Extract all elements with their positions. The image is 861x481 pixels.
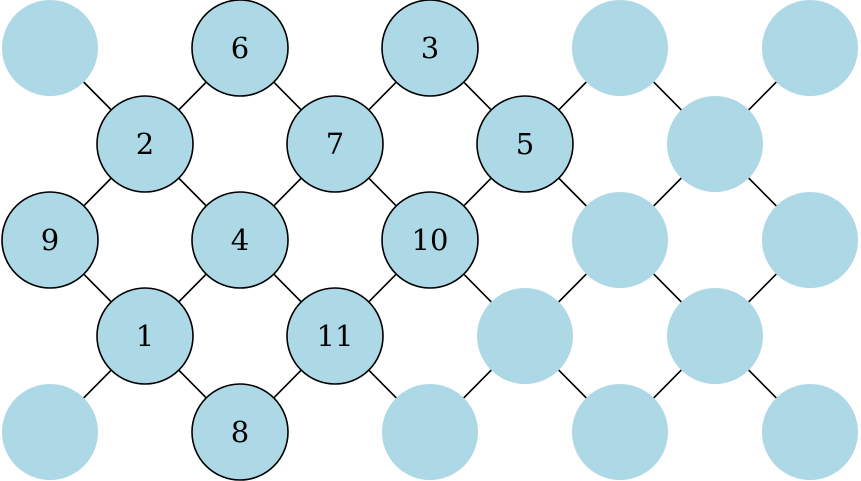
node-4: 4	[191, 191, 289, 289]
node-7: 7	[286, 95, 384, 193]
node-circle	[762, 0, 858, 96]
node-11: 11	[286, 287, 384, 385]
node-circle	[667, 288, 763, 384]
node-label: 1	[136, 319, 154, 353]
node-6: 6	[191, 0, 289, 97]
node-unlabeled	[762, 192, 858, 288]
node-circle	[762, 192, 858, 288]
node-label: 2	[136, 127, 154, 161]
node-unlabeled	[762, 0, 858, 96]
node-circle	[381, 0, 479, 97]
node-unlabeled	[572, 0, 668, 96]
node-circle	[572, 384, 668, 480]
node-circle	[476, 95, 574, 193]
node-circle	[2, 0, 98, 96]
node-circle	[572, 192, 668, 288]
node-circle	[96, 95, 194, 193]
node-unlabeled	[667, 288, 763, 384]
node-label: 5	[516, 127, 534, 161]
node-circle	[667, 96, 763, 192]
node-1: 1	[96, 287, 194, 385]
node-8: 8	[191, 383, 289, 481]
node-unlabeled	[2, 0, 98, 96]
node-circle	[762, 384, 858, 480]
node-unlabeled	[477, 288, 573, 384]
node-circle	[381, 191, 479, 289]
node-9: 9	[1, 191, 99, 289]
node-circle	[572, 0, 668, 96]
node-circle	[286, 95, 384, 193]
node-circle	[382, 384, 478, 480]
node-circle	[1, 191, 99, 289]
node-circle	[477, 288, 573, 384]
node-circle	[191, 0, 289, 97]
node-3: 3	[381, 0, 479, 97]
node-10: 10	[381, 191, 479, 289]
node-circle	[191, 383, 289, 481]
node-unlabeled	[572, 192, 668, 288]
node-unlabeled	[762, 384, 858, 480]
node-circle	[286, 287, 384, 385]
node-label: 3	[421, 31, 439, 65]
node-circle	[96, 287, 194, 385]
node-5: 5	[476, 95, 574, 193]
node-label: 8	[231, 415, 249, 449]
node-unlabeled	[667, 96, 763, 192]
node-unlabeled	[572, 384, 668, 480]
node-label: 4	[231, 223, 249, 257]
node-label: 7	[326, 127, 344, 161]
node-label: 10	[412, 223, 449, 257]
node-label: 6	[231, 31, 249, 65]
node-label: 11	[317, 319, 354, 353]
node-circle	[191, 191, 289, 289]
node-label: 9	[41, 223, 59, 257]
node-2: 2	[96, 95, 194, 193]
node-unlabeled	[2, 384, 98, 480]
node-circle	[2, 384, 98, 480]
node-unlabeled	[382, 384, 478, 480]
